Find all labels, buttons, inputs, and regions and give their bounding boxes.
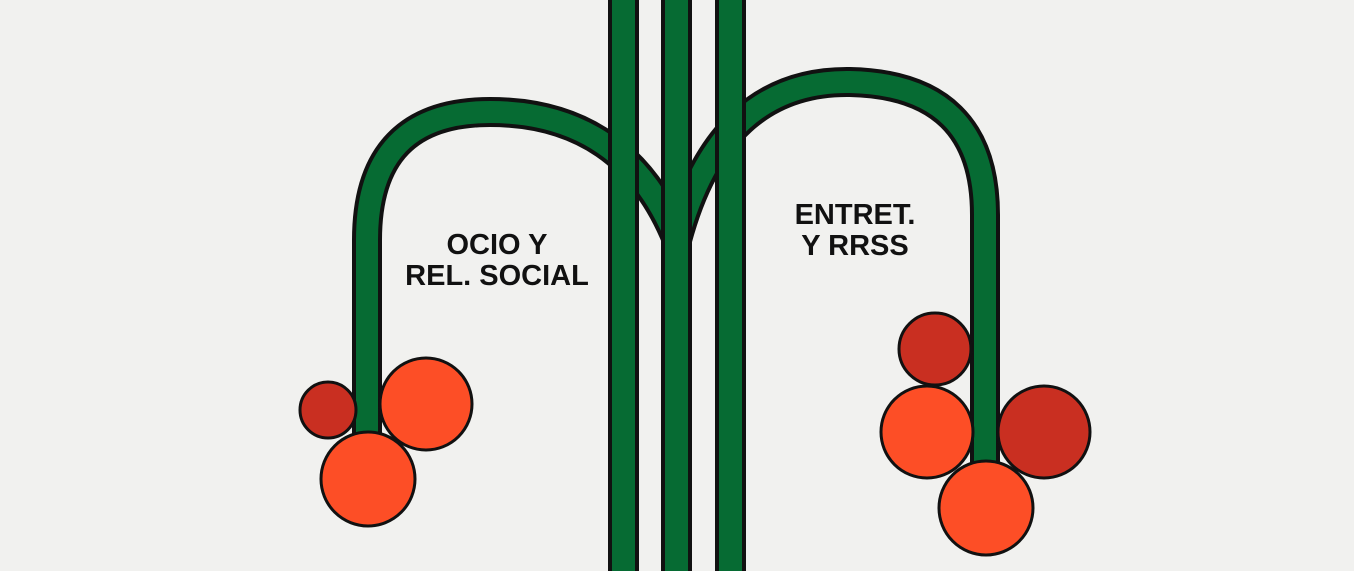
fruit-dark	[897, 311, 973, 387]
fruit-bright	[879, 384, 975, 480]
stem-right-vertical	[715, 0, 746, 571]
label-left-line2: REL. SOCIAL	[405, 260, 589, 292]
label-left-line1: OCIO Y	[446, 229, 548, 261]
fruit-bright	[319, 430, 417, 528]
fruit-dark	[996, 384, 1092, 480]
stems	[352, 0, 1000, 571]
label-left: OCIO Y REL. SOCIAL	[392, 230, 602, 292]
label-right-line2: Y RRSS	[801, 230, 909, 262]
right-branch	[666, 70, 996, 470]
fruit-bright	[937, 459, 1035, 557]
label-right: ENTRET. Y RRSS	[765, 200, 945, 262]
stem-center-vertical	[661, 0, 692, 571]
fruit-bright	[378, 356, 474, 452]
label-right-line1: ENTRET.	[794, 199, 916, 231]
fruits	[298, 311, 1092, 557]
fruit-dark	[298, 380, 358, 440]
stem-left-vertical	[608, 0, 639, 571]
